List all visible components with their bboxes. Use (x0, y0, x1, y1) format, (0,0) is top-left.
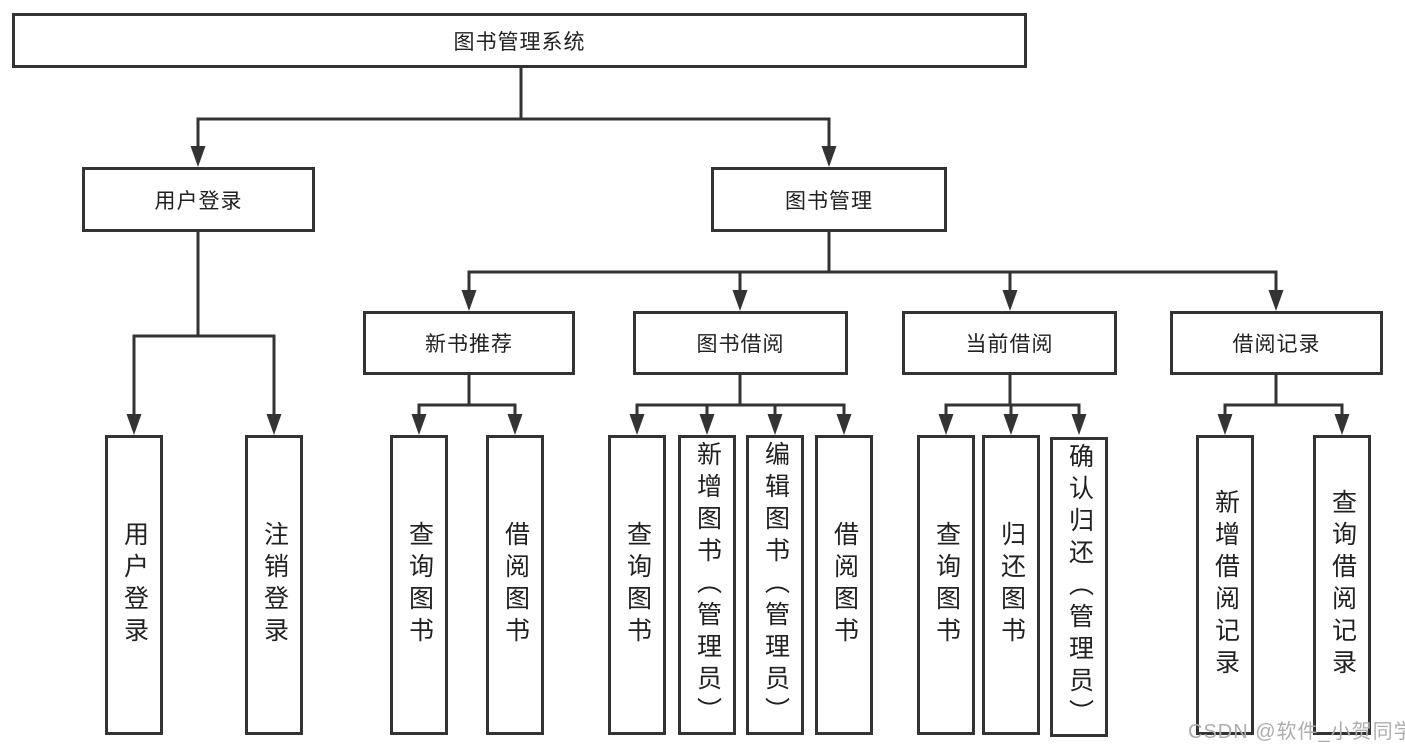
leaf-edit-book-admin-label: 编辑图书（管理员） (761, 441, 790, 729)
leaf-add-book-admin: 新增图书（管理员） (678, 435, 736, 735)
node-book-management-label: 图书管理 (785, 189, 873, 213)
leaf-recommend-borrow-book-label: 借阅图书 (501, 521, 530, 649)
node-book-borrow: 图书借阅 (633, 311, 848, 375)
node-book-borrow-label: 图书借阅 (696, 333, 785, 356)
leaf-edit-book-admin: 编辑图书（管理员） (746, 435, 804, 735)
leaf-borrow-query-book: 查询图书 (608, 435, 666, 735)
node-current-borrow-label: 当前借阅 (965, 333, 1054, 356)
leaf-query-borrow-record: 查询借阅记录 (1313, 435, 1371, 735)
leaf-return-book-label: 归还图书 (997, 521, 1026, 649)
leaf-logout-label: 注销登录 (260, 521, 289, 649)
node-borrow-record: 借阅记录 (1170, 311, 1383, 375)
watermark: CSDN @软件_小贺同学 (1188, 721, 1405, 743)
leaf-recommend-query-book: 查询图书 (390, 435, 448, 735)
leaf-return-book: 归还图书 (982, 435, 1040, 735)
node-root: 图书管理系统 (12, 13, 1027, 68)
node-borrow-record-label: 借阅记录 (1232, 333, 1321, 356)
node-user-login: 用户登录 (82, 167, 315, 232)
leaf-query-borrow-record-label: 查询借阅记录 (1328, 489, 1357, 681)
node-root-label: 图书管理系统 (453, 30, 586, 54)
leaf-user-login-label: 用户登录 (120, 521, 149, 649)
leaf-current-query-book: 查询图书 (917, 435, 975, 735)
leaf-borrow-query-book-label: 查询图书 (623, 521, 652, 649)
leaf-confirm-return-admin: 确认归还（管理员） (1050, 437, 1108, 737)
leaf-borrow-book: 借阅图书 (815, 435, 873, 735)
node-current-borrow: 当前借阅 (902, 311, 1117, 375)
leaf-borrow-book-label: 借阅图书 (830, 521, 859, 649)
leaf-add-borrow-record: 新增借阅记录 (1196, 435, 1254, 735)
node-user-login-label: 用户登录 (154, 189, 243, 213)
leaf-current-query-book-label: 查询图书 (932, 521, 961, 649)
leaf-add-borrow-record-label: 新增借阅记录 (1211, 489, 1240, 681)
leaf-add-book-admin-label: 新增图书（管理员） (693, 441, 722, 729)
leaf-recommend-query-book-label: 查询图书 (405, 521, 434, 649)
node-new-book-recommend-label: 新书推荐 (425, 333, 513, 356)
node-book-management: 图书管理 (711, 167, 947, 232)
node-new-book-recommend: 新书推荐 (363, 311, 575, 375)
leaf-confirm-return-admin-label: 确认归还（管理员） (1065, 443, 1094, 731)
leaf-logout: 注销登录 (245, 435, 303, 735)
leaf-recommend-borrow-book: 借阅图书 (486, 435, 544, 735)
leaf-user-login: 用户登录 (105, 435, 163, 735)
